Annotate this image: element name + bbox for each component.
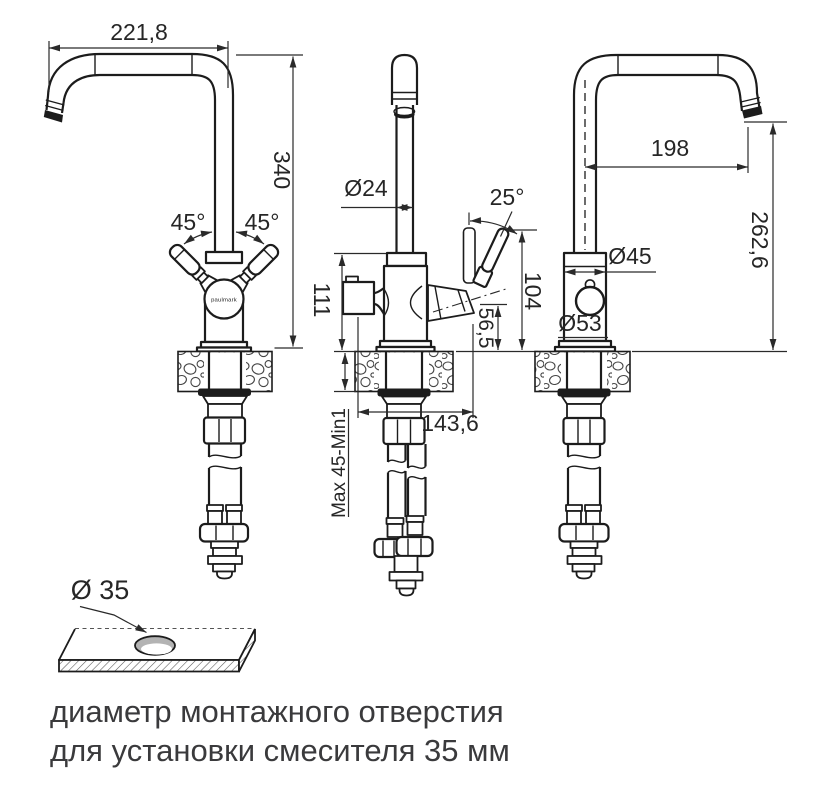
dim-base-diameter: Ø53 bbox=[558, 310, 601, 336]
back-dimensions: 198 262,6 Ø45 Ø53 bbox=[558, 121, 787, 353]
dim-lever-top-height: 104 bbox=[520, 272, 546, 311]
side-view: 111 Max 45-Min1 143,6 104 56,5 25° Ø24 bbox=[309, 53, 546, 597]
front-view: paulmark bbox=[43, 19, 303, 580]
back-view: 198 262,6 Ø45 Ø53 bbox=[534, 53, 787, 580]
hole-leader-arrow bbox=[79, 605, 147, 634]
front-mounting-nut bbox=[198, 522, 250, 543]
back-counter-section bbox=[534, 350, 631, 397]
back-spout-outline bbox=[572, 53, 763, 252]
side-body bbox=[382, 264, 429, 344]
mounting-hole-detail: Ø 35 bbox=[58, 575, 256, 673]
side-counter-section bbox=[354, 350, 454, 397]
dim-total-height: 340 bbox=[269, 151, 295, 189]
front-gasket bbox=[198, 388, 251, 396]
back-gasket bbox=[557, 388, 611, 397]
back-base-flange bbox=[553, 339, 617, 353]
dim-lever-reach: 143,6 bbox=[421, 410, 479, 436]
front-spout-outline bbox=[43, 52, 235, 256]
dim-spout-width: 221,8 bbox=[110, 19, 168, 45]
caption: диаметр монтажного отверстия для установ… bbox=[50, 694, 510, 768]
front-left-cross-handle bbox=[168, 243, 220, 295]
angle-label-left: 45° bbox=[171, 209, 206, 235]
front-counter-section bbox=[177, 350, 273, 396]
back-shank-and-hose bbox=[558, 395, 610, 580]
front-collar bbox=[204, 250, 244, 265]
caption-line-2: для установки смесителя 35 мм bbox=[50, 733, 510, 768]
front-dimensions: 221,8 340 45° 45° bbox=[48, 19, 303, 349]
dim-lever-bottom-height: 56,5 bbox=[474, 308, 497, 349]
dim-spout-reach: 198 bbox=[651, 135, 689, 161]
dim-pipe-diameter: Ø24 bbox=[344, 175, 388, 201]
dim-lever-angle: 25° bbox=[490, 184, 525, 210]
front-base-flange bbox=[195, 340, 253, 353]
side-lever-assembly bbox=[427, 227, 510, 322]
side-filter-handle bbox=[341, 280, 376, 316]
logo-text: paulmark bbox=[211, 298, 237, 304]
angle-label-right: 45° bbox=[245, 209, 280, 235]
dim-body-diameter: Ø45 bbox=[608, 243, 651, 269]
side-spout-tip bbox=[390, 53, 419, 253]
front-shank-and-hose bbox=[198, 395, 250, 580]
back-mounting-nut bbox=[558, 522, 610, 543]
back-medallion bbox=[574, 285, 606, 317]
dim-outlet-height: 262,6 bbox=[747, 211, 773, 269]
side-dimensions: 111 Max 45-Min1 143,6 104 56,5 25° Ø24 bbox=[309, 175, 546, 518]
side-base-flange bbox=[375, 339, 436, 353]
side-gasket bbox=[377, 388, 431, 397]
side-lever-upright-ghost bbox=[462, 227, 476, 284]
dim-body-height: 111 bbox=[309, 283, 335, 318]
front-logo-badge bbox=[203, 278, 245, 320]
side-body-cap bbox=[385, 251, 428, 268]
dim-deck-thickness-range: Max 45-Min1 bbox=[329, 408, 350, 518]
dim-hole-diameter: Ø 35 bbox=[71, 575, 130, 605]
mounting-hole-inner-wall bbox=[141, 643, 172, 655]
caption-line-1: диаметр монтажного отверстия bbox=[50, 694, 504, 729]
